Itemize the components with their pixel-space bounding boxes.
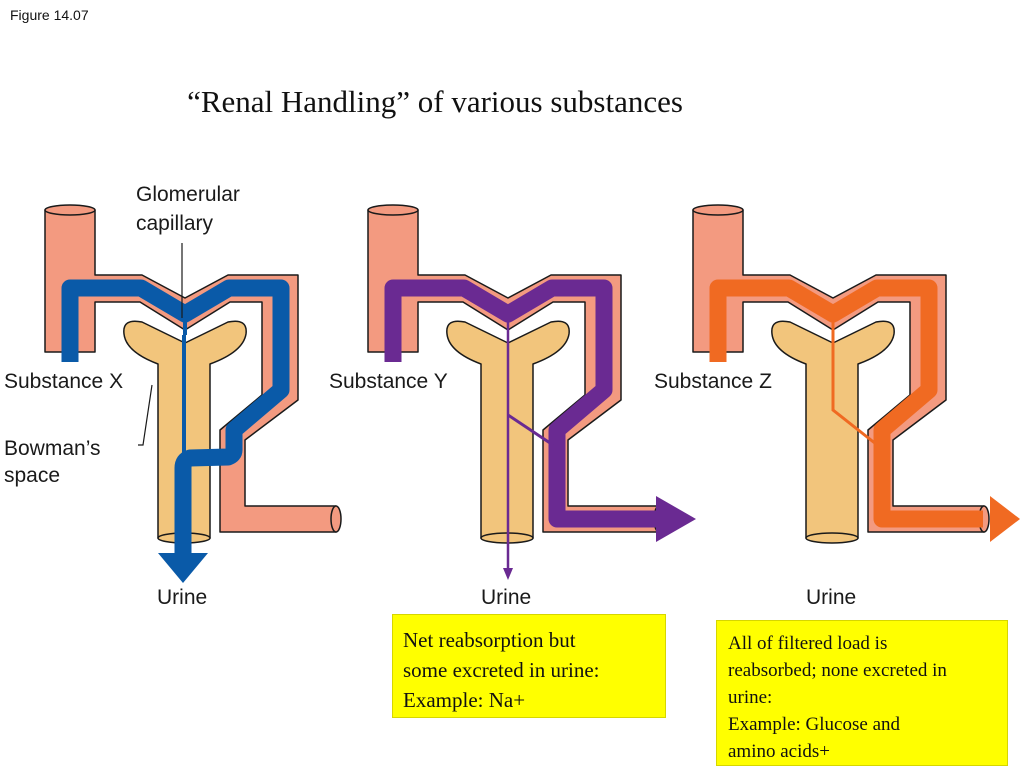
- note-y-line: Example: Na+: [403, 688, 526, 712]
- note-z-line: reabsorbed; none excreted in: [728, 660, 947, 681]
- note-substance-z: All of filtered load is reabsorbed; none…: [716, 620, 1008, 766]
- substance-y-flow: [384, 279, 658, 528]
- panel-y: Substance Y Urine: [329, 204, 696, 609]
- urine-arrow-y: [503, 568, 513, 580]
- substance-x-flow: [61, 279, 290, 555]
- panel-x: Glomerular capillary Substance X Bowman’…: [4, 183, 342, 609]
- substance-x-label: Substance X: [4, 370, 123, 393]
- glomerular-label-1: Glomerular: [136, 183, 240, 206]
- urine-label-y: Urine: [481, 586, 531, 609]
- note-z-line: All of filtered load is: [728, 633, 888, 654]
- outflow-arrow-z: [990, 496, 1020, 542]
- bowmans-label-1: Bowman’s: [4, 437, 101, 460]
- bowmans-label-2: space: [4, 464, 60, 487]
- urine-arrow-x: [158, 553, 208, 583]
- urine-label-x: Urine: [157, 586, 207, 609]
- substance-z-label: Substance Z: [654, 370, 772, 393]
- note-y-line: some excreted in urine:: [403, 658, 600, 682]
- panel-z: Substance Z Urine: [654, 204, 1020, 609]
- note-z-line: urine:: [728, 687, 773, 708]
- outflow-arrow-y: [656, 496, 696, 542]
- note-y-line: Net reabsorption but: [403, 628, 576, 652]
- glomerular-label-2: capillary: [136, 212, 214, 235]
- page-title: “Renal Handling” of various substances: [187, 84, 683, 119]
- figure-label: Figure 14.07: [10, 7, 89, 23]
- note-z-line: amino acids+: [728, 741, 830, 762]
- substance-z-flow: [709, 279, 983, 528]
- note-substance-y: Net reabsorption but some excreted in ur…: [392, 614, 666, 718]
- urine-label-z: Urine: [806, 586, 856, 609]
- note-z-line: Example: Glucose and: [728, 714, 901, 735]
- substance-y-label: Substance Y: [329, 370, 448, 393]
